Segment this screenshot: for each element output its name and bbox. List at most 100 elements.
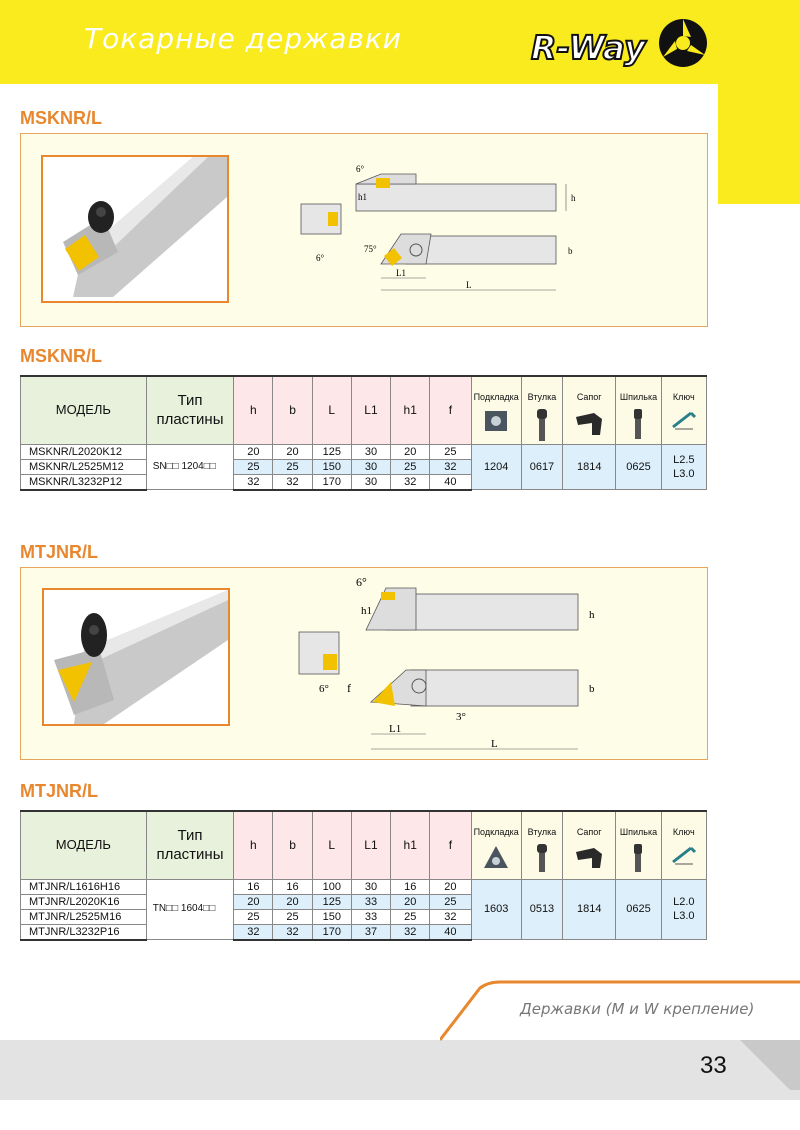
header-L1: L1 xyxy=(350,375,392,445)
dim-cell: 25 xyxy=(390,908,431,925)
dim-cell: 20 xyxy=(272,893,313,910)
dim-cell: 125 xyxy=(311,893,352,910)
model-cell: MSKNR/L2020K12 xyxy=(20,443,147,460)
model-cell: MSKNR/L3232P12 xyxy=(20,473,147,491)
dim-cell: 32 xyxy=(272,923,313,941)
insert-type-cell: SN□□ 1204□□ xyxy=(145,443,235,490)
shim-icon xyxy=(484,846,509,868)
dim-b-label: b xyxy=(568,246,573,256)
sleeve-value: 0617 xyxy=(520,443,564,490)
header-h1: h1 xyxy=(390,375,431,445)
angle-left-label: 6° xyxy=(319,683,329,695)
dim-cell: 32 xyxy=(429,908,472,925)
dim-cell: 40 xyxy=(429,473,472,491)
product-illustration-panel: 6° h1 h f b 3° L1 L 6° xyxy=(20,567,708,760)
dim-cell: 25 xyxy=(272,458,313,475)
header-insert-type: Тип пластины xyxy=(145,375,235,445)
dim-cell: 125 xyxy=(311,443,352,460)
header-L: L xyxy=(311,810,352,880)
clamp-value: 1814 xyxy=(562,878,617,940)
table-row: MSKNR/L3232P12 32 32 170 30 32 40 xyxy=(20,473,707,491)
section-title-msknr: MSKNR/L xyxy=(20,108,102,128)
dim-h1-label: h1 xyxy=(361,605,372,617)
dim-cell: 32 xyxy=(429,458,472,475)
dim-cell: 20 xyxy=(390,443,431,460)
dim-l1-label: L1 xyxy=(389,723,401,735)
header-shim: Подкладка xyxy=(470,375,522,445)
pin-icon xyxy=(634,844,643,872)
dim-cell: 16 xyxy=(272,878,313,895)
dim-cell: 150 xyxy=(311,908,352,925)
header-L: L xyxy=(311,375,352,445)
header-model: МОДЕЛЬ xyxy=(20,810,147,880)
model-cell: MTJNR/L3232P16 xyxy=(20,923,147,941)
dim-cell: 25 xyxy=(429,893,472,910)
dim-cell: 30 xyxy=(350,443,392,460)
dim-cell: 32 xyxy=(390,923,431,941)
dim-cell: 100 xyxy=(311,878,352,895)
model-cell: MTJNR/L2020K16 xyxy=(20,893,147,910)
dim-cell: 20 xyxy=(390,893,431,910)
dim-cell: 30 xyxy=(350,458,392,475)
dim-l-label: L xyxy=(466,280,472,290)
table-row: MSKNR/L2020K12 SN□□ 1204□□ 20 20 125 30 … xyxy=(20,443,708,490)
header-f: f xyxy=(429,375,472,445)
sleeve-value: 0513 xyxy=(520,878,564,940)
header-sleeve: Втулка xyxy=(520,810,564,880)
dim-cell: 25 xyxy=(429,443,472,460)
dim-cell: 25 xyxy=(272,908,313,925)
sleeve-icon xyxy=(536,844,547,872)
pin-value: 0625 xyxy=(615,443,662,490)
angle-side-label: 3° xyxy=(456,711,466,723)
dim-h1-label: h1 xyxy=(358,192,367,202)
dim-f-label: f xyxy=(347,681,351,695)
table-title-mtjnr: MTJNR/L xyxy=(20,781,98,801)
table-row: MTJNR/L1616H16 TN□□ 1604□□ 16 16 100 30 … xyxy=(20,878,708,940)
product-illustration-panel: h h1 6° b 75° L1 L 6° xyxy=(20,133,708,327)
dim-l1-label: L1 xyxy=(396,268,406,278)
hex-key-icon xyxy=(671,846,696,865)
header-L1: L1 xyxy=(350,810,392,880)
header-h1: h1 xyxy=(390,810,431,880)
tool-holder-photo xyxy=(42,588,230,726)
dim-cell: 25 xyxy=(233,908,274,925)
dim-cell: 16 xyxy=(390,878,431,895)
shim-icon xyxy=(485,411,508,431)
dim-cell: 150 xyxy=(311,458,352,475)
table-header-row: МОДЕЛЬ Тип пластины h b L L1 h1 f Подкла… xyxy=(20,375,708,445)
dim-cell: 30 xyxy=(350,473,392,491)
angle-top-label: 6° xyxy=(356,164,365,174)
model-cell: MSKNR/L2525M12 xyxy=(20,458,147,475)
table-row: MTJNR/L2525M16 25 25 150 33 25 32 xyxy=(20,908,707,925)
angle-left-label: 6° xyxy=(316,253,325,263)
header-model: МОДЕЛЬ xyxy=(20,375,147,445)
dim-cell: 20 xyxy=(233,893,274,910)
spec-table-mtjnr: МОДЕЛЬ Тип пластины h b L L1 h1 f Подкла… xyxy=(20,810,708,941)
header-key: Ключ xyxy=(660,810,708,880)
header-f: f xyxy=(429,810,472,880)
pin-icon xyxy=(634,409,643,439)
dim-cell: 33 xyxy=(350,908,392,925)
header-b: b xyxy=(272,810,313,880)
spec-table-msknr: МОДЕЛЬ Тип пластины h b L L1 h1 f Подкла… xyxy=(20,375,708,491)
dim-cell: 32 xyxy=(233,923,274,941)
page-number: 33 xyxy=(700,1052,727,1079)
dim-cell: 37 xyxy=(350,923,392,941)
brand-logo-text: R-Way xyxy=(530,27,647,68)
header-key: Ключ xyxy=(660,375,708,445)
dim-h-label: h xyxy=(589,609,595,621)
dim-cell: 16 xyxy=(233,878,274,895)
dim-cell: 30 xyxy=(350,878,392,895)
header-sleeve: Втулка xyxy=(520,375,564,445)
dim-cell: 32 xyxy=(272,473,313,491)
insert-type-cell: TN□□ 1604□□ xyxy=(145,878,235,940)
dim-cell: 33 xyxy=(350,893,392,910)
table-row: MTJNR/L2020K16 20 20 125 33 20 25 xyxy=(20,893,707,910)
model-cell: MTJNR/L2525M16 xyxy=(20,908,147,925)
footer-band xyxy=(0,1040,800,1100)
technical-drawing-mtjnr: 6° h1 h f b 3° L1 L 6° xyxy=(298,575,595,750)
table-row: MTJNR/L3232P16 32 32 170 37 32 40 xyxy=(20,923,707,941)
footer-decoration xyxy=(440,980,800,1090)
